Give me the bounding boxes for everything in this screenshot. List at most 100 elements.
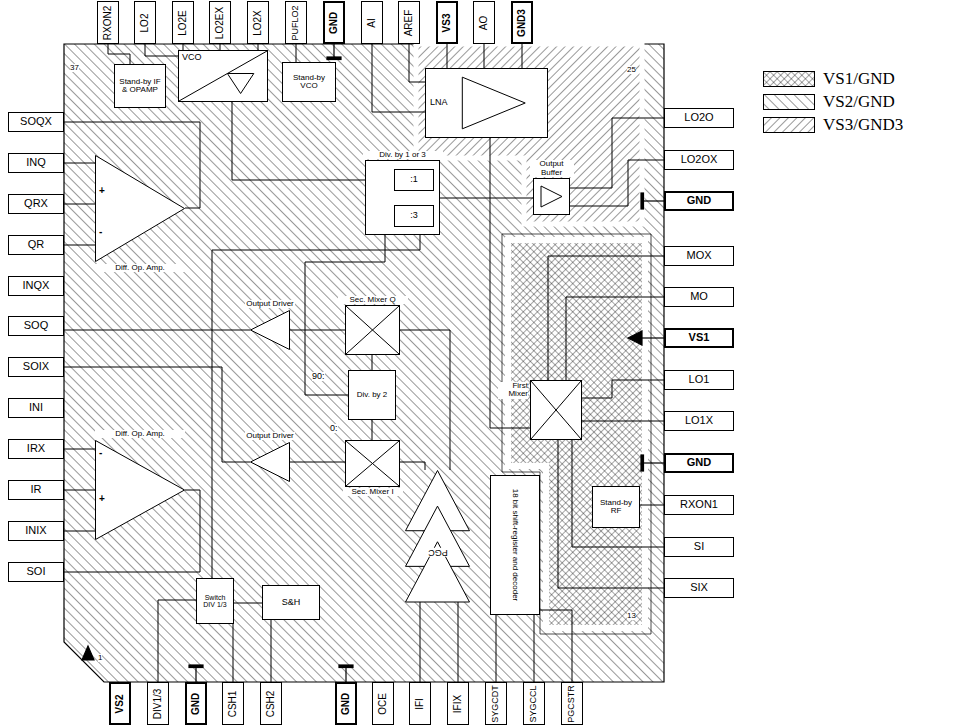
circuit-block: Switch DIV 1/3 <box>196 578 234 624</box>
pin-name: GND3 <box>517 9 528 37</box>
pin-name: IRX <box>26 443 46 455</box>
signal-wire <box>570 118 664 188</box>
signal-wire <box>64 163 95 164</box>
pin-name: LO2X <box>253 10 264 36</box>
pin-name: DIV1/3 <box>153 688 164 719</box>
pin-box: GND3 <box>511 1 533 44</box>
signal-wire <box>566 297 664 380</box>
pin-box: SYGCDT <box>485 682 507 725</box>
signal-wire <box>572 440 664 547</box>
block-label: Sec. Mixer I <box>343 488 403 496</box>
pin-box: SYGCCL <box>523 682 545 725</box>
signal-wire <box>64 204 95 205</box>
legend-swatch <box>763 71 815 87</box>
signal-wire <box>640 505 664 506</box>
phase-label: 0: <box>330 424 338 433</box>
pin-number: 13 <box>627 612 636 620</box>
pin-name: MOX <box>685 250 712 262</box>
mixer-block: Sec. Mixer Q <box>345 305 400 355</box>
pin-box: SOIX <box>8 357 64 377</box>
block-label: Stand-by VCO <box>283 74 335 91</box>
block-label: Output Driver <box>245 300 295 308</box>
pin-box: RXON2 <box>97 1 119 44</box>
signal-wire <box>440 198 533 199</box>
pin-box: GND <box>185 682 207 725</box>
pin-box: GND <box>664 191 734 211</box>
pin-box: PGCSTR <box>561 682 583 725</box>
pin-box: GND <box>664 453 734 473</box>
block-label: Switch DIV 1/3 <box>197 594 233 609</box>
signal-wire <box>296 44 297 62</box>
pin-number: 37 <box>70 64 79 72</box>
pin-name: INI <box>28 402 44 414</box>
pin-box: LO1 <box>664 370 734 390</box>
pin-box: LO2EX <box>209 1 231 44</box>
input-sign: - <box>99 448 102 458</box>
pin-name: VS1 <box>688 332 711 344</box>
signal-wire <box>64 490 95 491</box>
circuit-block: Div. by 2 <box>348 370 396 420</box>
pin-box: SIX <box>664 578 734 598</box>
pin-box: GND <box>323 1 345 44</box>
pin-box: VS3 <box>436 1 458 44</box>
pin-box: GND <box>335 682 357 725</box>
pin-box: INI <box>8 398 64 418</box>
pin-box: LO2 <box>134 1 156 44</box>
pin-name: INQX <box>22 280 51 292</box>
pin-box: LO2E <box>172 1 194 44</box>
pin-box: AI <box>361 1 383 44</box>
pin-name: GND <box>329 11 340 33</box>
signal-wire <box>233 603 262 682</box>
pin-name: GND <box>191 692 202 714</box>
pin-name: VS2 <box>115 694 126 713</box>
pin-name: AO <box>479 15 490 29</box>
pin-name: RXON2 <box>103 5 114 39</box>
block-label: Output Buffer <box>530 160 574 177</box>
pin-name: GND <box>686 195 712 207</box>
pin-name: LO2OX <box>680 154 719 166</box>
block-label: Div. by 2 <box>356 391 389 399</box>
pin-name: AI <box>367 18 378 27</box>
signal-wire <box>400 330 450 470</box>
signal-wire <box>290 462 345 463</box>
circuit-block: :3 <box>394 205 434 227</box>
pin-box: PUFLO2 <box>285 1 307 44</box>
signal-wire <box>548 256 664 380</box>
circuit-block: Stand-by IF & OPAMP <box>114 64 166 108</box>
input-sign: - <box>99 227 102 237</box>
legend-swatch <box>763 94 815 110</box>
block-label: Diff. Op. Amp. <box>95 430 185 438</box>
pin-box: INQX <box>8 276 64 296</box>
vs2-region <box>64 44 664 682</box>
pin-name: SOIX <box>22 361 50 373</box>
pin-name: GND <box>341 692 352 714</box>
vs3-region <box>416 44 642 224</box>
mixer-block-outline <box>531 381 581 439</box>
circuit-block: 18 bit shift-register and decoder <box>490 475 540 615</box>
pin-name: LO2 <box>140 13 151 32</box>
pin-name: GND <box>686 457 712 469</box>
pin-name: QRX <box>23 198 49 210</box>
pin-name: SIX <box>689 582 709 594</box>
signal-wire <box>145 44 178 56</box>
pin-name: SOQ <box>23 320 49 332</box>
signal-wire <box>570 160 664 206</box>
signal-wire <box>490 138 530 428</box>
signal-wire <box>582 380 664 398</box>
pin-name: MO <box>689 291 709 303</box>
signal-wire <box>64 330 250 331</box>
signal-wire <box>409 44 425 82</box>
circuit-block: Stand-by RF <box>592 486 640 528</box>
pgc-amplifier: PGC <box>405 470 470 602</box>
signal-wire <box>64 449 95 450</box>
pin-box: MO <box>664 287 734 307</box>
pin-name: SOI <box>26 566 47 578</box>
pin-box: INQ <box>8 153 64 173</box>
pin-name: QR <box>27 239 46 251</box>
pin-name: AREF <box>404 9 415 36</box>
signal-wire <box>64 531 95 532</box>
block-label: Stand-by IF & OPAMP <box>115 78 165 95</box>
pin-box: QR <box>8 235 64 255</box>
block-label: First Mixer <box>498 382 528 399</box>
pin-box: IFIX <box>447 682 469 725</box>
